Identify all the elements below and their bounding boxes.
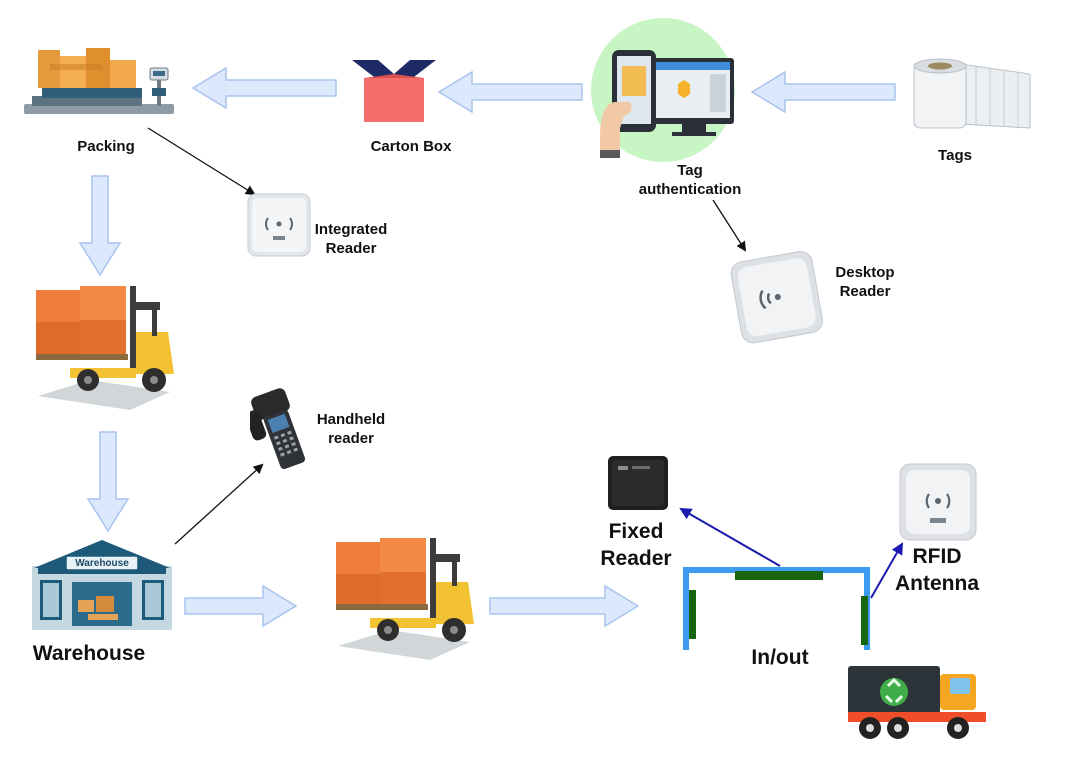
flow-arrow-packing-to-forklift	[78, 175, 122, 277]
gate-frame	[683, 567, 870, 650]
flow-arrow-forklift-to-gate	[489, 584, 640, 628]
label-tag-authentication-line1: Tag	[677, 162, 703, 179]
label-integrated-reader-line2: Reader	[325, 239, 377, 257]
label-packing: Packing	[77, 138, 135, 155]
label-tags: Tags	[938, 147, 972, 164]
forklift-icon	[36, 286, 174, 410]
flow-arrow-auth-to-carton	[437, 70, 583, 114]
label-tag-authentication-line2: authentication	[638, 180, 742, 198]
label-fixed-reader: Fixed Reader	[588, 518, 684, 573]
connector-auth-to-desktop	[712, 199, 747, 252]
connector-warehouse-to-handheld	[174, 463, 264, 545]
forklift-icon-2	[336, 538, 474, 660]
gate-antenna-left	[689, 590, 696, 639]
label-rfid-antenna-line1: RFID	[912, 545, 962, 568]
warehouse-sign-text: Warehouse	[75, 558, 129, 569]
label-desktop-reader: Desktop Reader	[822, 264, 908, 302]
label-tag-authentication: Tag authentication	[620, 162, 760, 200]
flow-arrow-forklift-to-warehouse	[86, 431, 130, 533]
tags-roll-icon	[913, 58, 1031, 129]
warehouse-icon: Warehouse	[32, 538, 172, 630]
truck-icon	[848, 666, 986, 739]
link-gate-to-rfid-antenna	[870, 542, 903, 599]
label-carton-box: Carton Box	[370, 138, 452, 155]
label-desktop-reader-line1: Desktop	[835, 264, 895, 281]
label-warehouse: Warehouse	[32, 642, 146, 665]
label-in-out: In/out	[751, 646, 809, 669]
gate-antenna-right	[861, 596, 868, 645]
label-handheld-reader-line2: reader	[328, 429, 374, 447]
link-gate-to-fixed-reader	[679, 508, 781, 567]
label-integrated-reader-line1: Integrated	[314, 221, 388, 238]
connector-packing-to-integrated	[147, 127, 256, 196]
label-fixed-reader-line1: Fixed	[608, 520, 664, 543]
rfid-antenna-icon	[899, 463, 977, 541]
handheld-reader-icon	[250, 388, 306, 470]
desktop-reader-icon	[730, 251, 823, 344]
label-handheld-reader: Handheld reader	[306, 411, 396, 449]
fixed-reader-icon	[608, 456, 668, 510]
label-rfid-antenna-line2: Antenna	[895, 572, 979, 596]
flow-arrow-tags-to-auth	[750, 70, 896, 114]
tag-authentication-icon	[591, 18, 735, 162]
gate-antenna-top	[735, 571, 823, 580]
label-handheld-reader-line1: Handheld	[316, 411, 386, 428]
label-fixed-reader-line2: Reader	[600, 547, 672, 571]
label-rfid-antenna: RFID Antenna	[880, 543, 994, 598]
label-integrated-reader: Integrated Reader	[308, 221, 394, 259]
label-desktop-reader-line2: Reader	[839, 282, 891, 300]
flow-arrow-warehouse-to-forklift	[184, 584, 298, 628]
integrated-reader-icon	[247, 193, 311, 257]
carton-box-icon	[352, 60, 436, 122]
packing-scale-icon	[24, 48, 174, 114]
flow-arrow-carton-to-packing	[191, 66, 337, 110]
